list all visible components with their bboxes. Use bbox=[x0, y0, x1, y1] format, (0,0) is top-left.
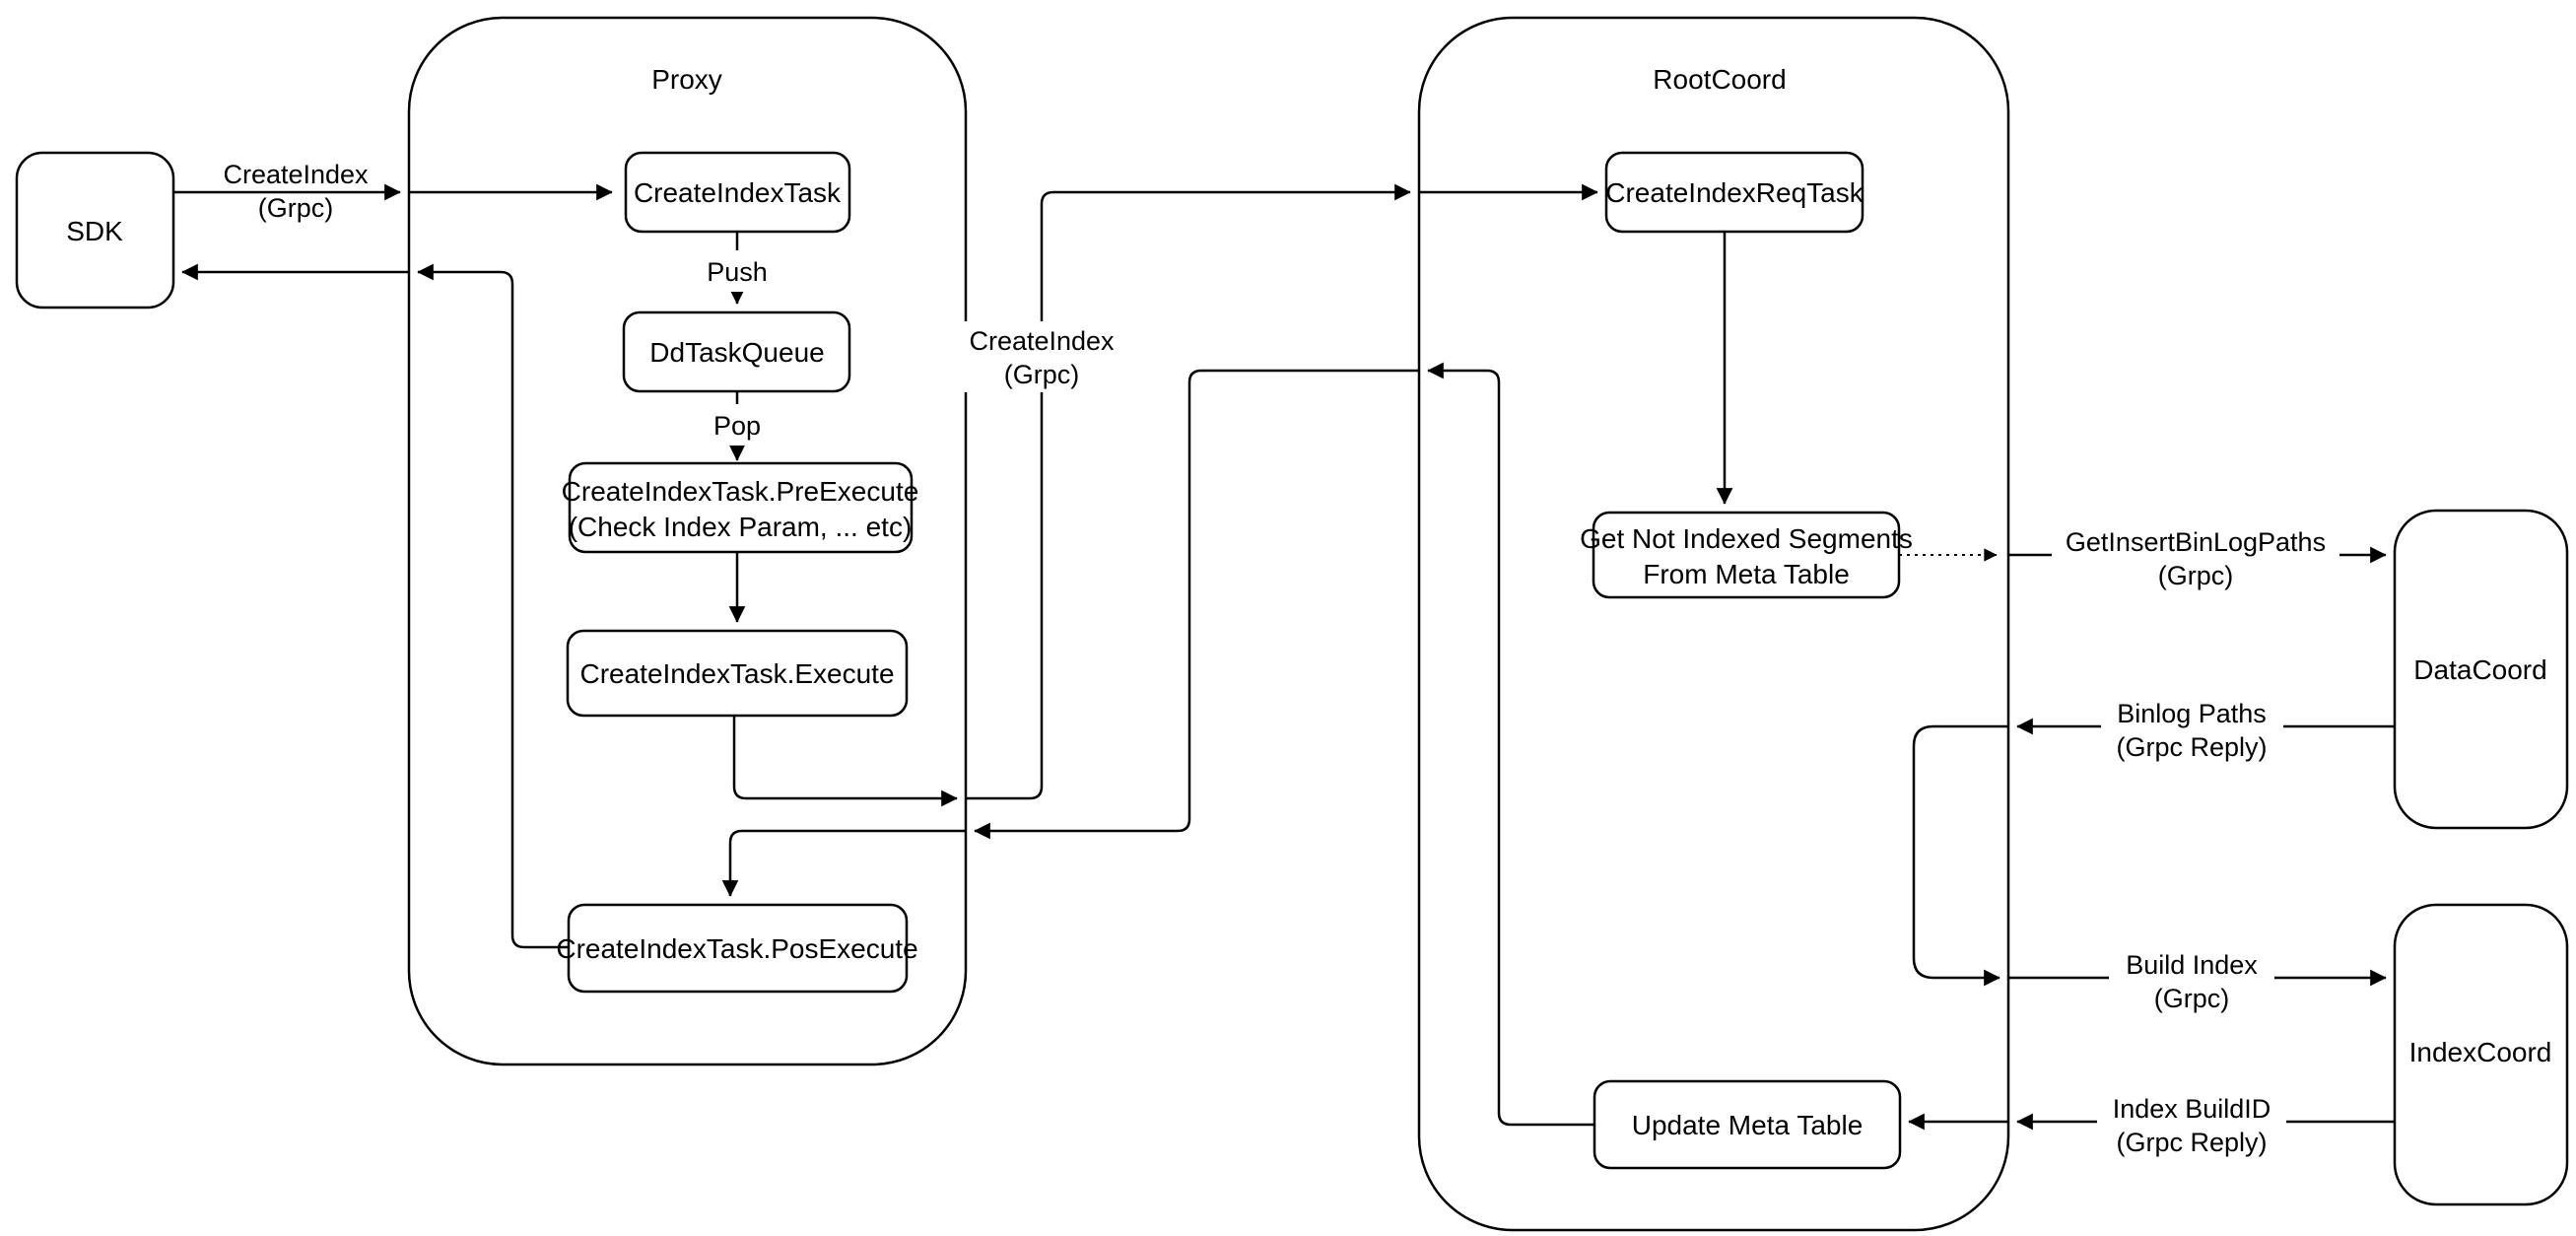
pre-execute-label-line2: (Check Index Param, ... etc) bbox=[569, 512, 913, 542]
label-getinsertbinlogpaths-line2: (Grpc) bbox=[2158, 561, 2234, 590]
pop-label-bg bbox=[702, 404, 773, 446]
label-push: Push bbox=[707, 257, 768, 287]
indexcoord-label: IndexCoord bbox=[2409, 1037, 2552, 1067]
label-sdk-createindex-line1: CreateIndex bbox=[223, 160, 369, 189]
label-index-buildid-line2: (Grpc Reply) bbox=[2116, 1128, 2267, 1157]
build-index-label-bg bbox=[2109, 947, 2274, 1008]
label-mid-createindex-line1: CreateIndex bbox=[969, 326, 1115, 356]
proxy-container bbox=[407, 16, 968, 1066]
label-binlog-paths-line1: Binlog Paths bbox=[2117, 699, 2267, 728]
mid-createindex-label-bg bbox=[959, 321, 1124, 392]
rootcoord-container bbox=[1417, 16, 2010, 1232]
label-build-index-line2: (Grpc) bbox=[2154, 984, 2230, 1013]
binlog-paths-label-bg bbox=[2101, 696, 2283, 757]
get-not-indexed-node bbox=[1592, 511, 1901, 599]
edge-proxy-to-rootcoord-edge bbox=[966, 183, 1411, 800]
edge-rootcoord-to-proxy-return bbox=[974, 369, 1419, 840]
label-mid-createindex-line2: (Grpc) bbox=[1004, 360, 1080, 389]
edge-updatemeta-to-rootcoord-edge bbox=[1427, 362, 1594, 1127]
edge-proxy-edge-to-posexecute bbox=[721, 829, 966, 897]
dd-task-queue-label: DdTaskQueue bbox=[649, 337, 824, 368]
label-index-buildid-line1: Index BuildID bbox=[2113, 1094, 2271, 1124]
edge-binlog-to-buildindex-bracket bbox=[1912, 724, 2008, 987]
label-pop: Pop bbox=[713, 411, 761, 441]
getinsertbinlogpaths-label-bg bbox=[2052, 524, 2339, 585]
get-not-indexed-label-line2: From Meta Table bbox=[1643, 559, 1850, 589]
push-label-bg bbox=[698, 250, 777, 292]
edge-posexecute-to-proxy-edge bbox=[417, 263, 569, 949]
pos-execute-node bbox=[567, 903, 909, 994]
label-binlog-paths-line2: (Grpc Reply) bbox=[2116, 732, 2267, 762]
dd-task-queue-node bbox=[622, 310, 851, 393]
pos-execute-label: CreateIndexTask.PosExecute bbox=[556, 933, 917, 964]
indexcoord-node bbox=[2393, 903, 2569, 1206]
create-index-task-label: CreateIndexTask bbox=[634, 177, 842, 208]
create-index-req-task-label: CreateIndexReqTask bbox=[1605, 177, 1864, 208]
label-sdk-createindex-line2: (Grpc) bbox=[258, 193, 334, 223]
sdk-node bbox=[15, 151, 175, 309]
label-getinsertbinlogpaths-line1: GetInsertBinLogPaths bbox=[2066, 527, 2326, 557]
edge-execute-to-proxy-edge bbox=[732, 716, 958, 807]
execute-node bbox=[566, 629, 909, 718]
update-meta-table-node bbox=[1593, 1079, 1902, 1170]
label-build-index-line1: Build Index bbox=[2126, 950, 2258, 980]
datacoord-node bbox=[2393, 509, 2569, 830]
create-index-req-task-node bbox=[1604, 151, 1864, 234]
proxy-title: Proxy bbox=[651, 64, 722, 95]
index-buildid-label-bg bbox=[2097, 1091, 2286, 1152]
pre-execute-label-line1: CreateIndexTask.PreExecute bbox=[562, 476, 919, 507]
sdk-label: SDK bbox=[66, 216, 123, 246]
rootcoord-title: RootCoord bbox=[1653, 64, 1786, 95]
update-meta-table-label: Update Meta Table bbox=[1632, 1110, 1864, 1140]
execute-label: CreateIndexTask.Execute bbox=[579, 658, 894, 689]
create-index-task-node bbox=[624, 151, 851, 234]
datacoord-label: DataCoord bbox=[2413, 654, 2546, 685]
get-not-indexed-label-line1: Get Not Indexed Segments bbox=[1580, 523, 1913, 554]
pre-execute-node bbox=[568, 461, 914, 554]
